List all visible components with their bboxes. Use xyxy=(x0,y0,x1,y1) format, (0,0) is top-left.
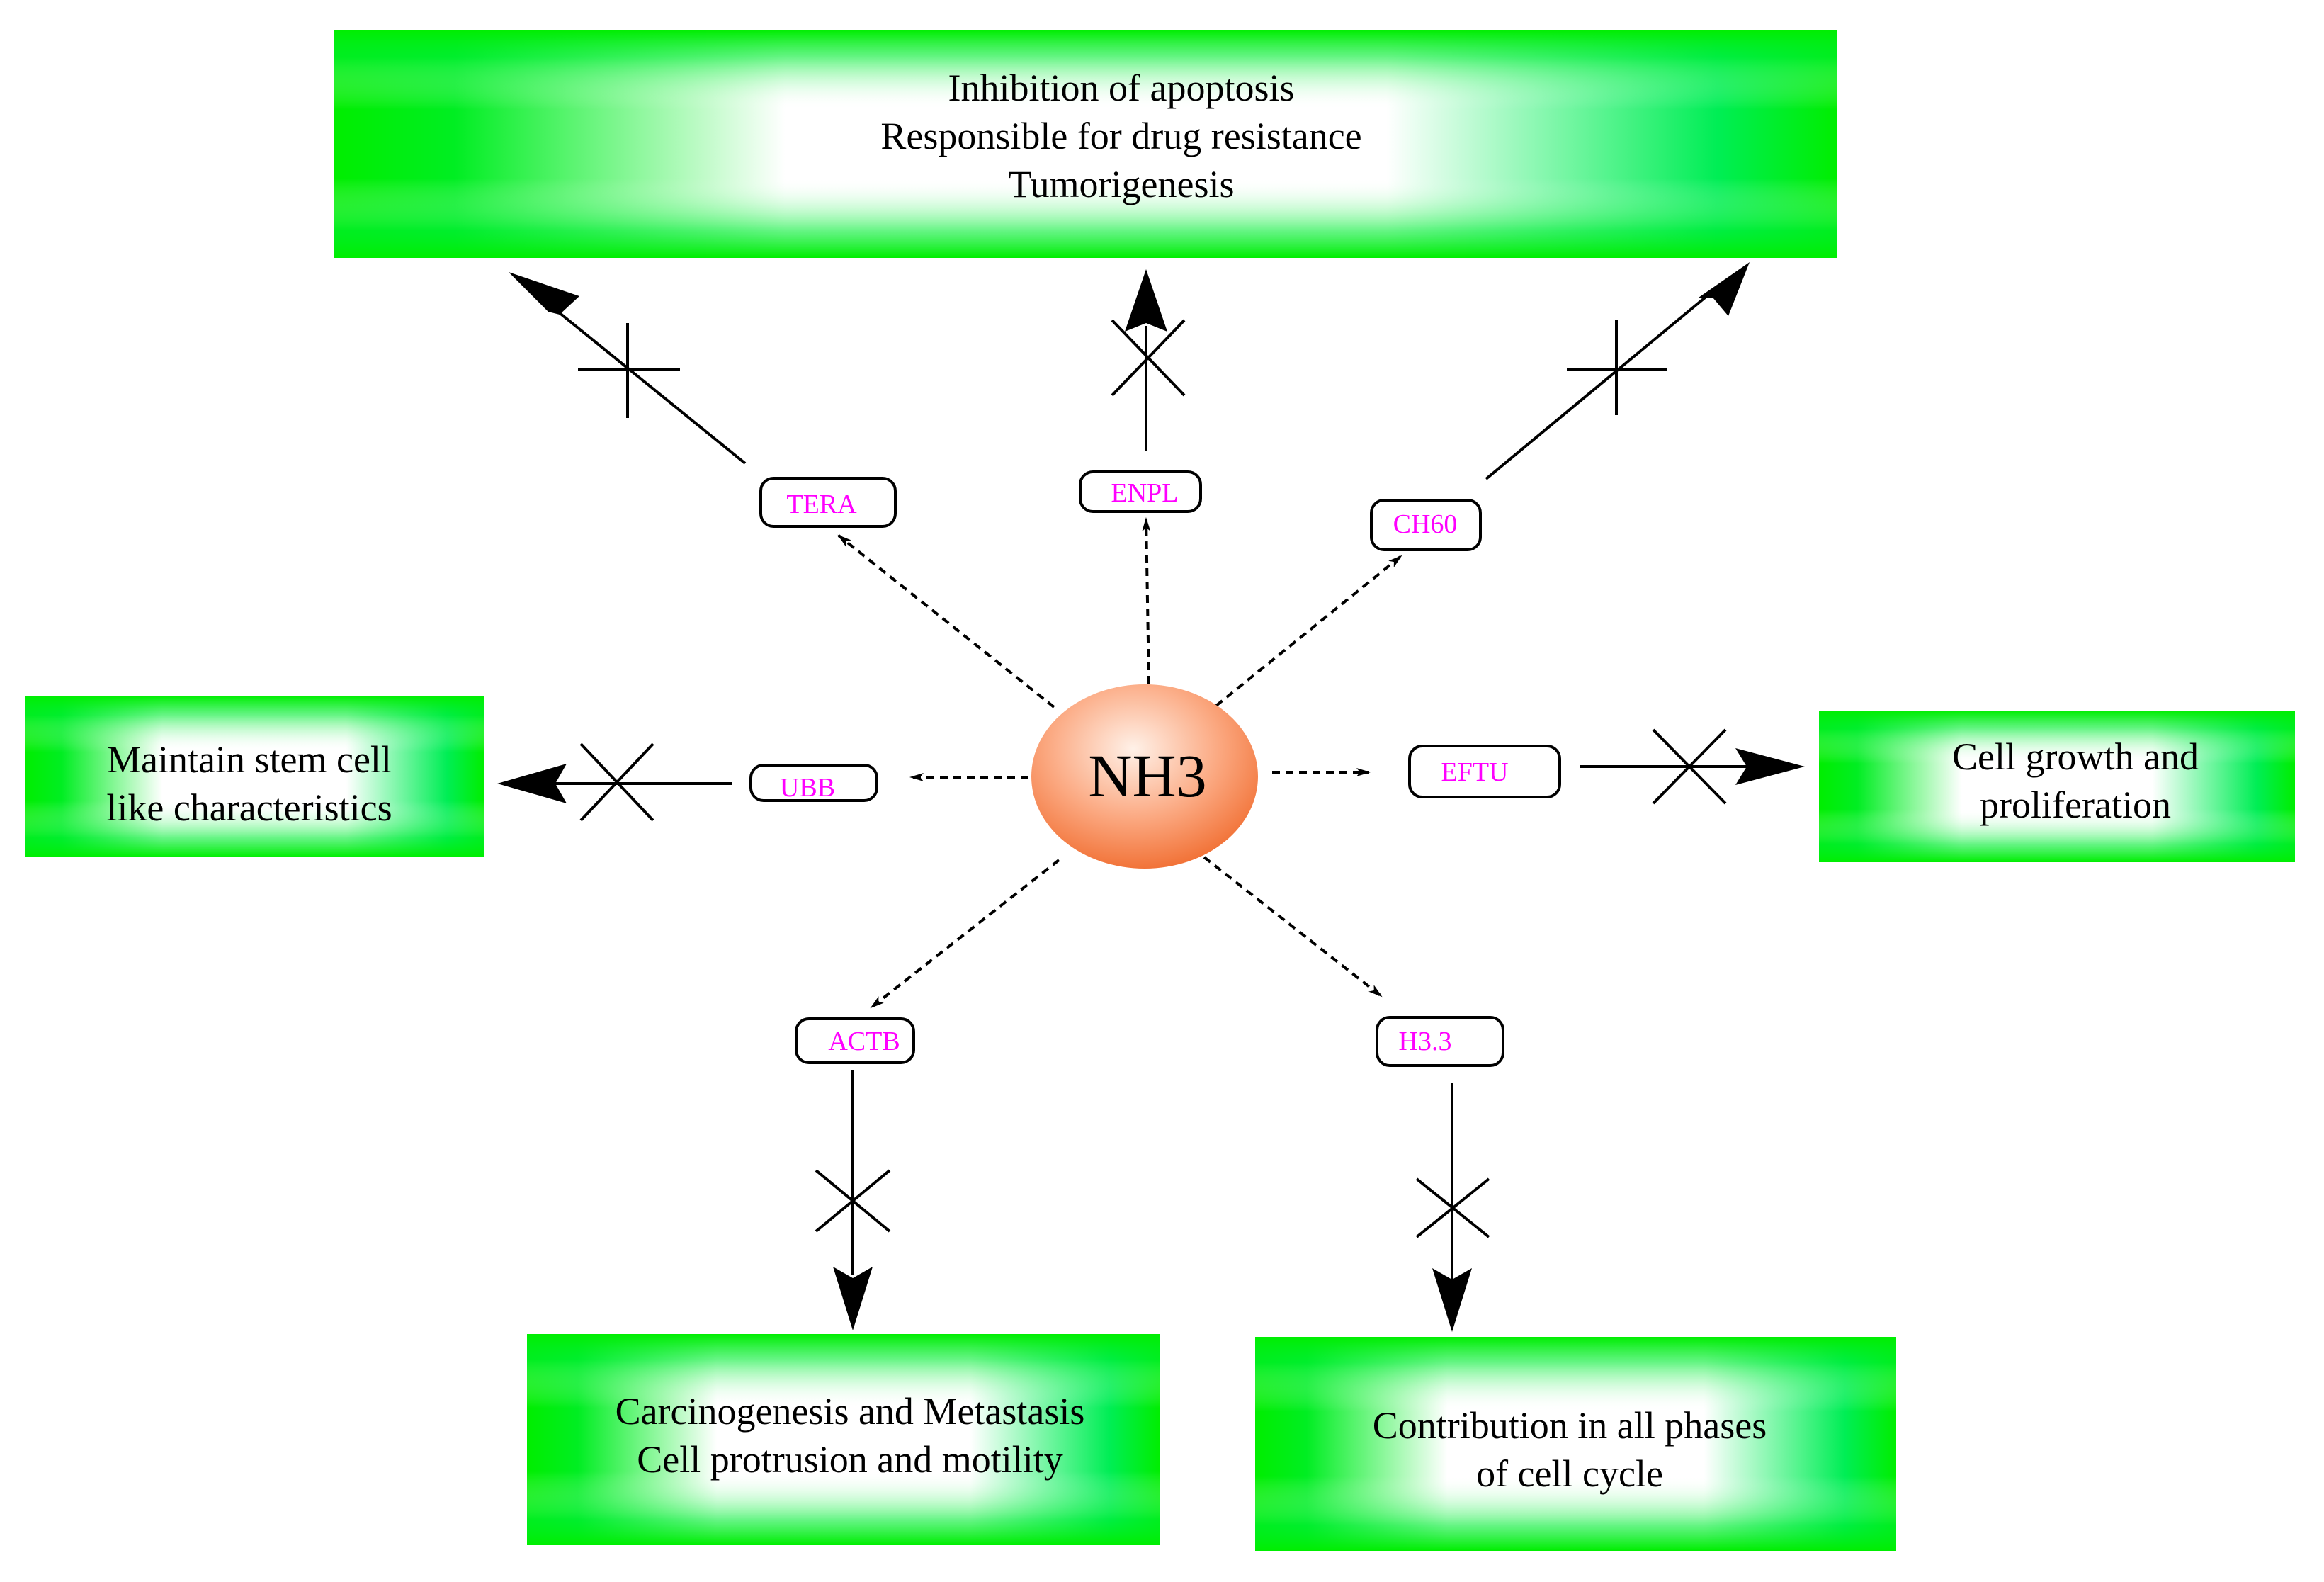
inhibited-arrow-eftu xyxy=(1580,728,1805,805)
box-top: Inhibition of apoptosis Responsible for … xyxy=(334,30,1837,258)
node-ubb: UBB xyxy=(749,764,878,803)
box-bottom-right: Contribution in all phases of cell cycle xyxy=(1255,1337,1896,1551)
node-actb-label: ACTB xyxy=(828,1027,900,1056)
inhibited-arrow-enpl xyxy=(1111,269,1186,451)
inhibited-arrow-ubb xyxy=(497,742,732,822)
box-top-line-1: Inhibition of apoptosis xyxy=(948,67,1295,109)
dashed-arrow-h33 xyxy=(1203,856,1383,998)
node-enpl-label: ENPL xyxy=(1111,478,1179,508)
box-bottom-right-line-1: Contribution in all phases xyxy=(1373,1404,1767,1447)
node-ch60: CH60 xyxy=(1370,499,1482,551)
node-enpl: ENPL xyxy=(1079,470,1202,513)
node-tera-label: TERA xyxy=(786,490,857,519)
box-left-line-2: like characteristics xyxy=(106,786,392,829)
box-bottom-right-line-2: of cell cycle xyxy=(1476,1452,1663,1495)
node-eftu: EFTU xyxy=(1408,745,1561,798)
node-ubb-label: UBB xyxy=(780,773,835,803)
box-bottom-left: Carcinogenesis and Metastasis Cell protr… xyxy=(527,1334,1160,1545)
inhibited-arrow-h33 xyxy=(1415,1083,1490,1332)
box-bottom-left-line-1: Carcinogenesis and Metastasis xyxy=(616,1390,1085,1433)
inhibited-arrow-actb xyxy=(815,1070,891,1330)
node-tera: TERA xyxy=(759,477,897,528)
node-h33: H3.3 xyxy=(1376,1016,1504,1067)
inhibited-arrows xyxy=(497,262,1805,1332)
box-left-line-1: Maintain stem cell xyxy=(107,738,392,781)
box-right-line-2: proliferation xyxy=(1980,784,2171,826)
dashed-arrow-enpl xyxy=(1142,517,1151,684)
node-ch60-label: CH60 xyxy=(1393,509,1458,539)
inhibited-arrow-ch60 xyxy=(1485,262,1750,480)
center-nh3: NH3 xyxy=(1031,684,1258,869)
box-left: Maintain stem cell like characteristics xyxy=(25,696,484,857)
dashed-arrow-actb xyxy=(870,859,1060,1009)
box-top-line-3: Tumorigenesis xyxy=(1008,163,1234,205)
box-right-line-1: Cell growth and xyxy=(1952,735,2199,778)
dashed-arrow-ch60 xyxy=(1215,555,1402,707)
node-eftu-label: EFTU xyxy=(1441,757,1509,787)
dashed-arrow-tera xyxy=(837,534,1055,708)
dashed-connectors xyxy=(837,517,1402,1009)
center-nh3-label: NH3 xyxy=(1088,742,1206,810)
inhibited-arrow-tera xyxy=(509,272,747,465)
box-right: Cell growth and proliferation xyxy=(1819,711,2295,862)
box-bottom-left-line-2: Cell protrusion and motility xyxy=(637,1438,1062,1481)
node-h33-label: H3.3 xyxy=(1399,1027,1452,1056)
node-actb: ACTB xyxy=(795,1017,915,1064)
box-top-line-2: Responsible for drug resistance xyxy=(880,115,1361,157)
